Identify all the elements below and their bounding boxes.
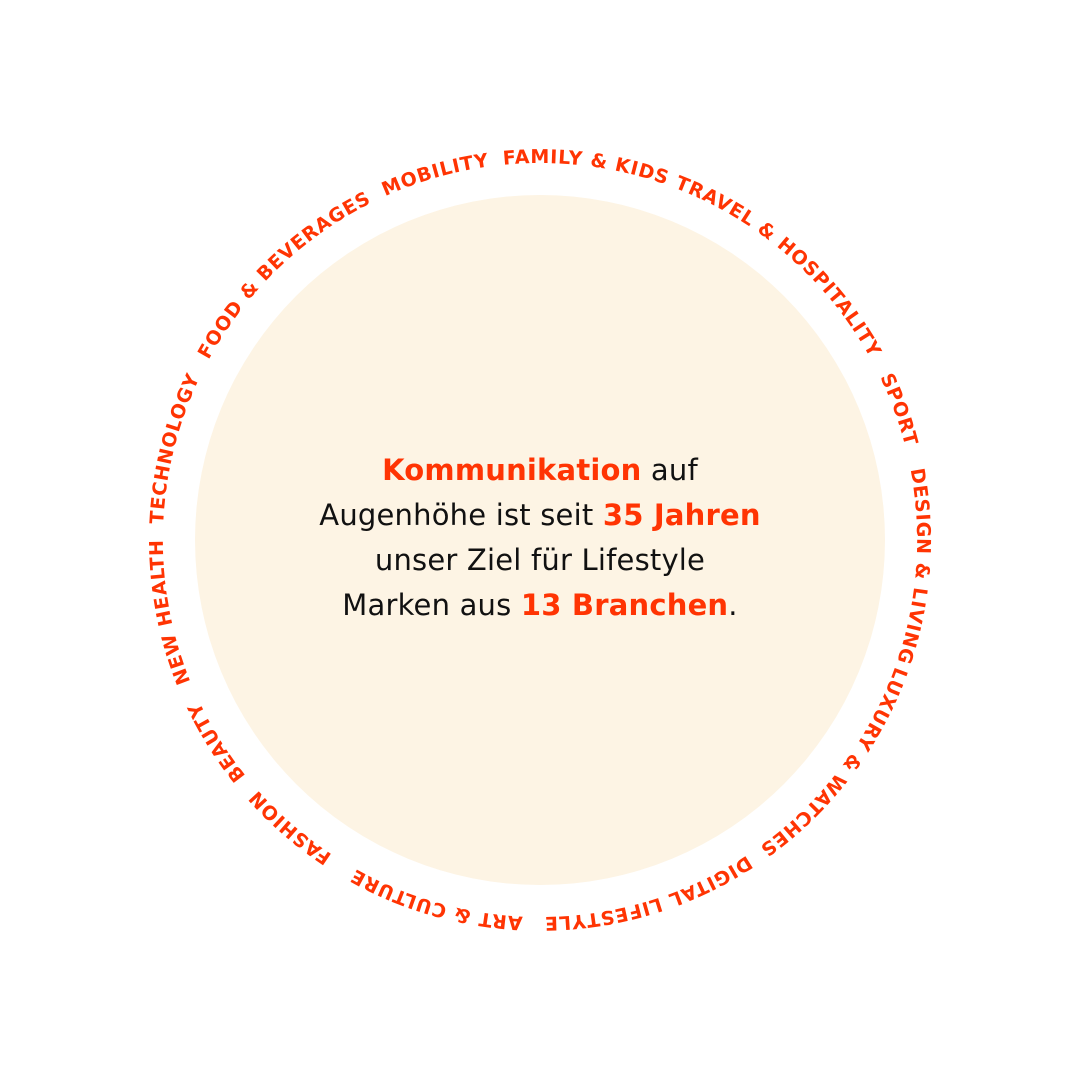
industry-label: TRAVEL & HOSPITALITY xyxy=(672,172,885,361)
claim-text-part: . xyxy=(728,588,738,622)
claim-text: Kommunikation auf Augenhöhe ist seit 35 … xyxy=(240,448,840,628)
center-disc xyxy=(195,195,885,885)
claim-highlight: 35 Jahren xyxy=(602,498,761,532)
industry-label: DESIGN & LIVING xyxy=(892,467,934,668)
industry-label: MOBILITY xyxy=(379,149,491,200)
claim-highlight: Kommunikation xyxy=(382,453,642,487)
industry-label: SPORT xyxy=(876,370,922,448)
claim-text-part: auf xyxy=(641,453,698,487)
claim-text-part: Marken aus xyxy=(342,588,521,622)
industry-label: FASHION xyxy=(245,786,336,869)
industry-label: BEAUTY xyxy=(184,699,250,787)
claim-line-1: Kommunikation auf xyxy=(240,448,840,493)
industry-label: FAMILY & KIDS xyxy=(502,146,672,190)
claim-line-2: Augenhöhe ist seit 35 Jahren xyxy=(240,493,840,538)
claim-text-part: Augenhöhe ist seit xyxy=(319,498,603,532)
claim-line-3: unser Ziel für Lifestyle xyxy=(374,543,706,577)
claim-line-4: Marken aus 13 Branchen. xyxy=(240,583,840,628)
claim-highlight: 13 Branchen xyxy=(520,588,729,622)
industry-label: FOOD & BEVERAGES xyxy=(194,187,375,362)
industry-label: ART & CULTURE xyxy=(347,864,523,933)
industry-label: LUXURY & WATCHES xyxy=(756,665,911,861)
industry-label: NEW HEALTH xyxy=(146,539,195,688)
industry-label: TECHNOLOGY xyxy=(146,370,204,524)
industry-label: DIGITAL LIFESTYLE xyxy=(544,851,756,934)
